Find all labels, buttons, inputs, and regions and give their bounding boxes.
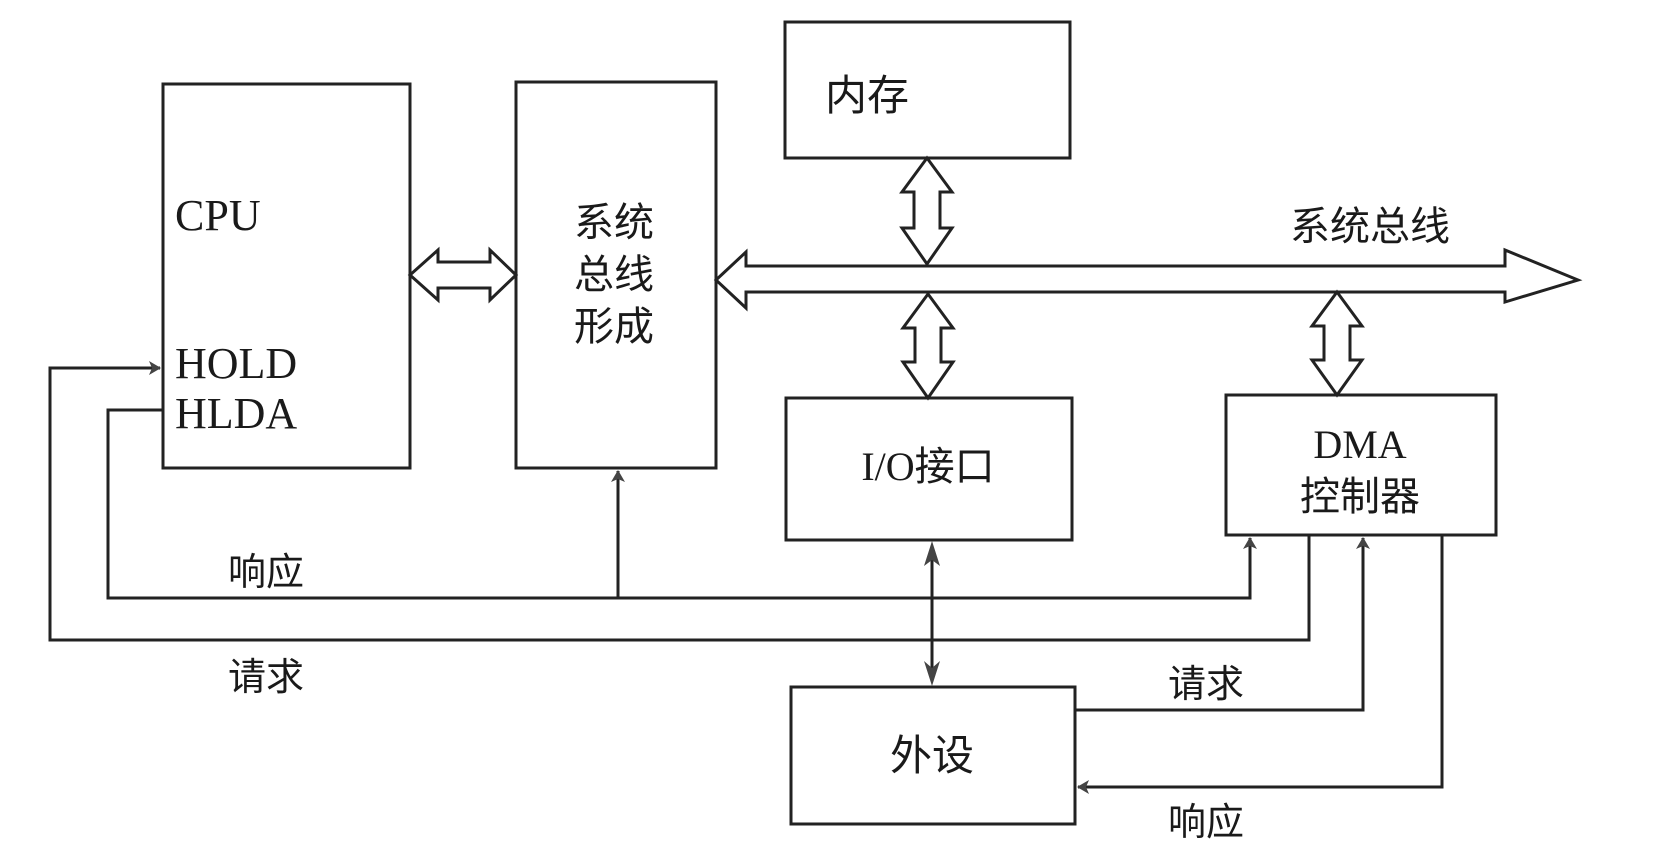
system-bus-label: 系统总线 bbox=[1290, 204, 1450, 250]
peripheral-arrowhead bbox=[924, 661, 940, 686]
dma-controller-box bbox=[1224, 393, 1498, 537]
device-request-line bbox=[1075, 537, 1370, 712]
cpu-request-label: 请求 bbox=[228, 655, 304, 699]
io-interface-box bbox=[784, 396, 1074, 542]
peripheral-box bbox=[789, 685, 1077, 826]
cpu-response-label: 响应 bbox=[228, 550, 304, 594]
device-response-label: 响应 bbox=[1168, 800, 1244, 844]
cpu-response-line bbox=[106, 408, 1257, 600]
hlda-pin-label: HLDA bbox=[175, 389, 297, 438]
io-interface-label: I/O接口 bbox=[861, 444, 994, 489]
device-response-line bbox=[1077, 535, 1444, 794]
io-bus-arrow bbox=[900, 291, 956, 401]
bus-generator-box bbox=[514, 80, 718, 470]
memory-bus-arrow bbox=[899, 155, 955, 267]
dma-label-line-1: DMA bbox=[1313, 422, 1406, 467]
bus-gen-line-2: 总线 bbox=[574, 252, 654, 298]
cpu-bus-arrow bbox=[407, 246, 519, 304]
dma-bus-arrow bbox=[1309, 289, 1365, 398]
hold-pin-label: HOLD bbox=[175, 339, 297, 388]
device-request-label: 请求 bbox=[1168, 662, 1244, 706]
cpu-box bbox=[161, 82, 412, 470]
cpu-label: CPU bbox=[175, 191, 261, 240]
memory-box bbox=[783, 20, 1072, 160]
bus-gen-line-1: 系统 bbox=[574, 200, 654, 246]
cpu-request-line bbox=[48, 361, 1311, 642]
dma-label-line-2: 控制器 bbox=[1300, 474, 1420, 520]
bus-gen-line-3: 形成 bbox=[574, 304, 654, 350]
peripheral-label: 外设 bbox=[890, 731, 974, 780]
system-bus-arrow bbox=[713, 247, 1583, 312]
memory-label: 内存 bbox=[825, 71, 909, 120]
io-arrowhead bbox=[924, 541, 940, 566]
